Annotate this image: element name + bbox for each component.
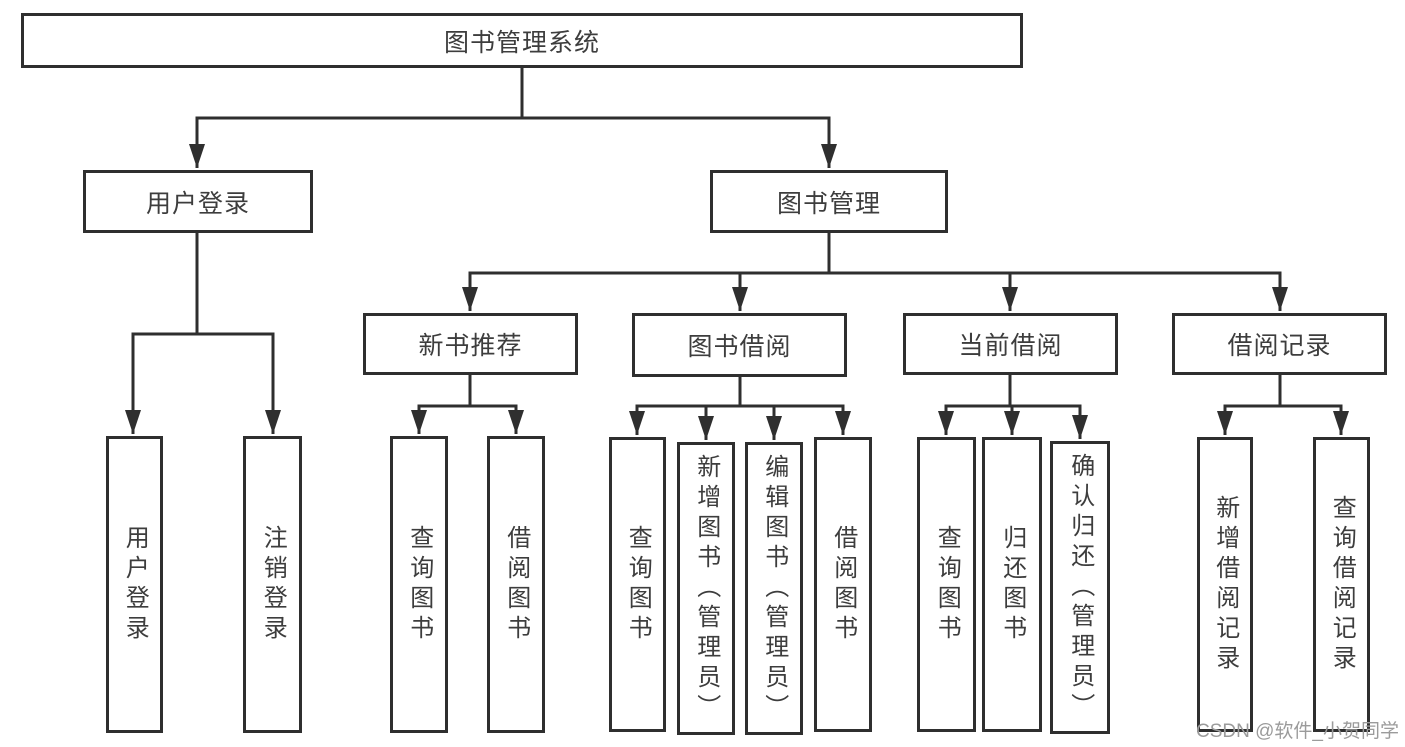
leaf-query-books-recommend: 查询图书 (390, 436, 448, 733)
node-user-login-label: 用户登录 (145, 189, 250, 218)
node-book-management-label: 图书管理 (776, 189, 881, 218)
leaf-borrow-books-borrowing: 借阅图书 (814, 437, 872, 732)
leaf-user-login: 用户登录 (106, 436, 163, 733)
leaf-user-login-label: 用户登录 (121, 524, 149, 645)
leaf-borrow-books-recommend-label: 借阅图书 (502, 524, 530, 645)
leaf-add-borrow-record-label: 新增借阅记录 (1211, 494, 1239, 675)
node-book-management: 图书管理 (710, 170, 948, 233)
leaf-query-books-current: 查询图书 (917, 437, 976, 732)
leaf-query-books-recommend-label: 查询图书 (405, 524, 433, 645)
leaf-logout-label: 注销登录 (259, 524, 287, 645)
leaf-add-borrow-record: 新增借阅记录 (1197, 437, 1253, 732)
leaf-return-books-label: 归还图书 (998, 524, 1026, 645)
leaf-borrow-books-borrowing-label: 借阅图书 (829, 524, 857, 645)
leaf-edit-book-admin: 编辑图书（管理员） (745, 442, 803, 735)
leaf-query-borrow-record: 查询借阅记录 (1313, 437, 1370, 732)
leaf-query-books-borrowing: 查询图书 (609, 437, 666, 732)
node-new-book-recommendation: 新书推荐 (363, 313, 578, 375)
leaf-logout: 注销登录 (243, 436, 302, 733)
leaf-confirm-return-admin: 确认归还（管理员） (1050, 441, 1110, 734)
node-borrowing-records-label: 借阅记录 (1227, 332, 1332, 360)
node-root: 图书管理系统 (21, 13, 1023, 68)
node-book-borrowing: 图书借阅 (632, 313, 847, 377)
csdn-watermark: CSDN @软件_小贺同学 (1196, 721, 1399, 742)
node-current-borrowing-label: 当前借阅 (958, 332, 1063, 360)
node-book-borrowing-label: 图书借阅 (687, 333, 792, 361)
leaf-query-borrow-record-label: 查询借阅记录 (1328, 494, 1356, 675)
leaf-add-book-admin-label: 新增图书（管理员） (692, 453, 720, 724)
node-current-borrowing: 当前借阅 (903, 313, 1118, 375)
leaf-borrow-books-recommend: 借阅图书 (487, 436, 545, 733)
leaf-add-book-admin: 新增图书（管理员） (677, 442, 735, 735)
node-root-label: 图书管理系统 (443, 28, 600, 57)
node-user-login: 用户登录 (83, 170, 313, 233)
node-new-book-recommendation-label: 新书推荐 (418, 332, 523, 360)
leaf-confirm-return-admin-label: 确认归还（管理员） (1066, 452, 1094, 723)
leaf-query-books-current-label: 查询图书 (933, 524, 961, 645)
leaf-query-books-borrowing-label: 查询图书 (624, 524, 652, 645)
leaf-edit-book-admin-label: 编辑图书（管理员） (760, 453, 788, 724)
node-borrowing-records: 借阅记录 (1172, 313, 1387, 375)
leaf-return-books: 归还图书 (982, 437, 1042, 732)
